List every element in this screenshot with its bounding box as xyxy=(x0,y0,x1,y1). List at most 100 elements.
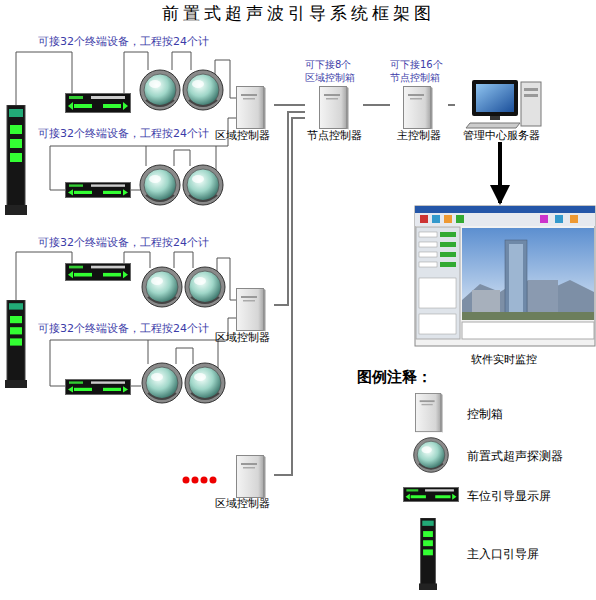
entrance-screen xyxy=(5,300,27,388)
legend-entrance-screen xyxy=(419,518,437,590)
legend-heading: 图例注释： xyxy=(357,368,477,386)
photo-tower-glass xyxy=(509,244,523,314)
detector xyxy=(142,363,182,403)
continuation-dot xyxy=(192,477,199,484)
photo-tower xyxy=(505,240,527,318)
panel-status xyxy=(440,232,456,237)
device-node: 区域控制器 xyxy=(210,86,274,142)
toolbar-icon xyxy=(444,215,452,223)
panel-field xyxy=(419,252,437,257)
toolbar-icon xyxy=(540,215,548,223)
device-node: 软件实时监控 xyxy=(412,203,596,366)
legend-control-box xyxy=(415,393,442,432)
control-box xyxy=(237,456,266,499)
computer-tower xyxy=(521,82,541,126)
note-text: 可下接8个 区域控制箱 xyxy=(305,58,361,84)
panel-field xyxy=(419,242,437,247)
node-label: 节点控制器 xyxy=(307,129,362,142)
node-label: 软件实时监控 xyxy=(471,353,537,366)
legend-guide-screen xyxy=(403,487,458,501)
detector xyxy=(185,267,225,307)
toolbar-icon xyxy=(555,215,563,223)
detector xyxy=(183,165,223,205)
device-node: 管理中心服务器 xyxy=(455,72,547,142)
control-box xyxy=(237,87,266,130)
drive-bay xyxy=(524,94,538,97)
monitor-screen xyxy=(476,84,514,112)
status-panel xyxy=(462,322,594,339)
legend-detector xyxy=(414,438,449,473)
panel-status xyxy=(440,262,456,267)
toolbar-icon xyxy=(570,215,578,223)
legend-text: 控制箱 xyxy=(467,406,503,423)
node-label: 区域控制器 xyxy=(215,129,270,142)
window-toolbar xyxy=(415,213,595,226)
connector xyxy=(274,104,305,106)
note-text: 可接32个终端设备，工程按24个计 xyxy=(38,322,238,336)
panel-list xyxy=(419,314,456,334)
connector xyxy=(363,104,390,106)
side-panel xyxy=(416,227,460,339)
note-text: 可接32个终端设备，工程按24个计 xyxy=(38,127,238,141)
connector xyxy=(498,142,502,203)
connector xyxy=(448,104,455,106)
control-box xyxy=(404,87,433,130)
node-label: 区域控制器 xyxy=(215,331,270,344)
device-node: 区域控制器 xyxy=(210,455,274,510)
node-label: 主控制器 xyxy=(397,129,441,142)
device-node: 节点控制器 xyxy=(305,86,363,142)
toolbar-icon xyxy=(456,215,464,223)
legend-text: 车位引导显示屏 xyxy=(467,488,551,505)
legend-text: 主入口引导屏 xyxy=(467,546,539,563)
panel-list xyxy=(419,278,456,308)
connector xyxy=(274,118,305,475)
photo-mountains xyxy=(462,278,594,320)
toolbar-icon xyxy=(432,215,440,223)
control-box xyxy=(320,87,349,130)
legend-samples xyxy=(403,393,458,590)
photo-ground xyxy=(462,312,594,320)
detector xyxy=(140,70,180,110)
node-label: 管理中心服务器 xyxy=(463,129,540,142)
device-node: 主控制器 xyxy=(390,86,448,142)
panel-status xyxy=(440,252,456,257)
monitor-stand xyxy=(490,116,500,120)
detector xyxy=(185,363,225,403)
photo-sky xyxy=(462,228,594,320)
guide-screen xyxy=(66,263,131,280)
window-frame xyxy=(415,206,595,346)
continuation-dot xyxy=(201,477,208,484)
toolbar-icon xyxy=(420,215,428,223)
guide-screen xyxy=(66,182,131,197)
note-text: 可接32个终端设备，工程按24个计 xyxy=(38,35,238,49)
detector xyxy=(183,70,223,110)
panel-field xyxy=(419,232,437,237)
detector xyxy=(140,165,180,205)
devices xyxy=(5,70,433,499)
guide-screen xyxy=(66,94,131,113)
computer xyxy=(466,80,541,128)
panel-status xyxy=(440,242,456,247)
diagram-title: 前置式超声波引导系统框架图 xyxy=(0,2,596,25)
keyboard xyxy=(466,123,520,128)
note-text: 可下接16个 节点控制箱 xyxy=(390,58,450,84)
guide-screen xyxy=(66,379,131,394)
continuation-dot xyxy=(183,477,190,484)
control-box xyxy=(237,289,266,332)
window-titlebar xyxy=(415,206,595,213)
legend-text: 前置式超声探测器 xyxy=(467,448,563,465)
software-screenshot xyxy=(415,206,595,346)
connector xyxy=(274,112,305,305)
node-label: 区域控制器 xyxy=(215,497,270,510)
monitor-frame xyxy=(472,80,518,116)
detector xyxy=(142,267,182,307)
panel-field xyxy=(419,262,437,267)
device-node: 区域控制器 xyxy=(210,288,274,344)
drive-bay xyxy=(524,88,538,91)
wires xyxy=(16,52,238,386)
note-text: 可接32个终端设备，工程按24个计 xyxy=(38,236,238,250)
continuation-dot xyxy=(210,477,217,484)
